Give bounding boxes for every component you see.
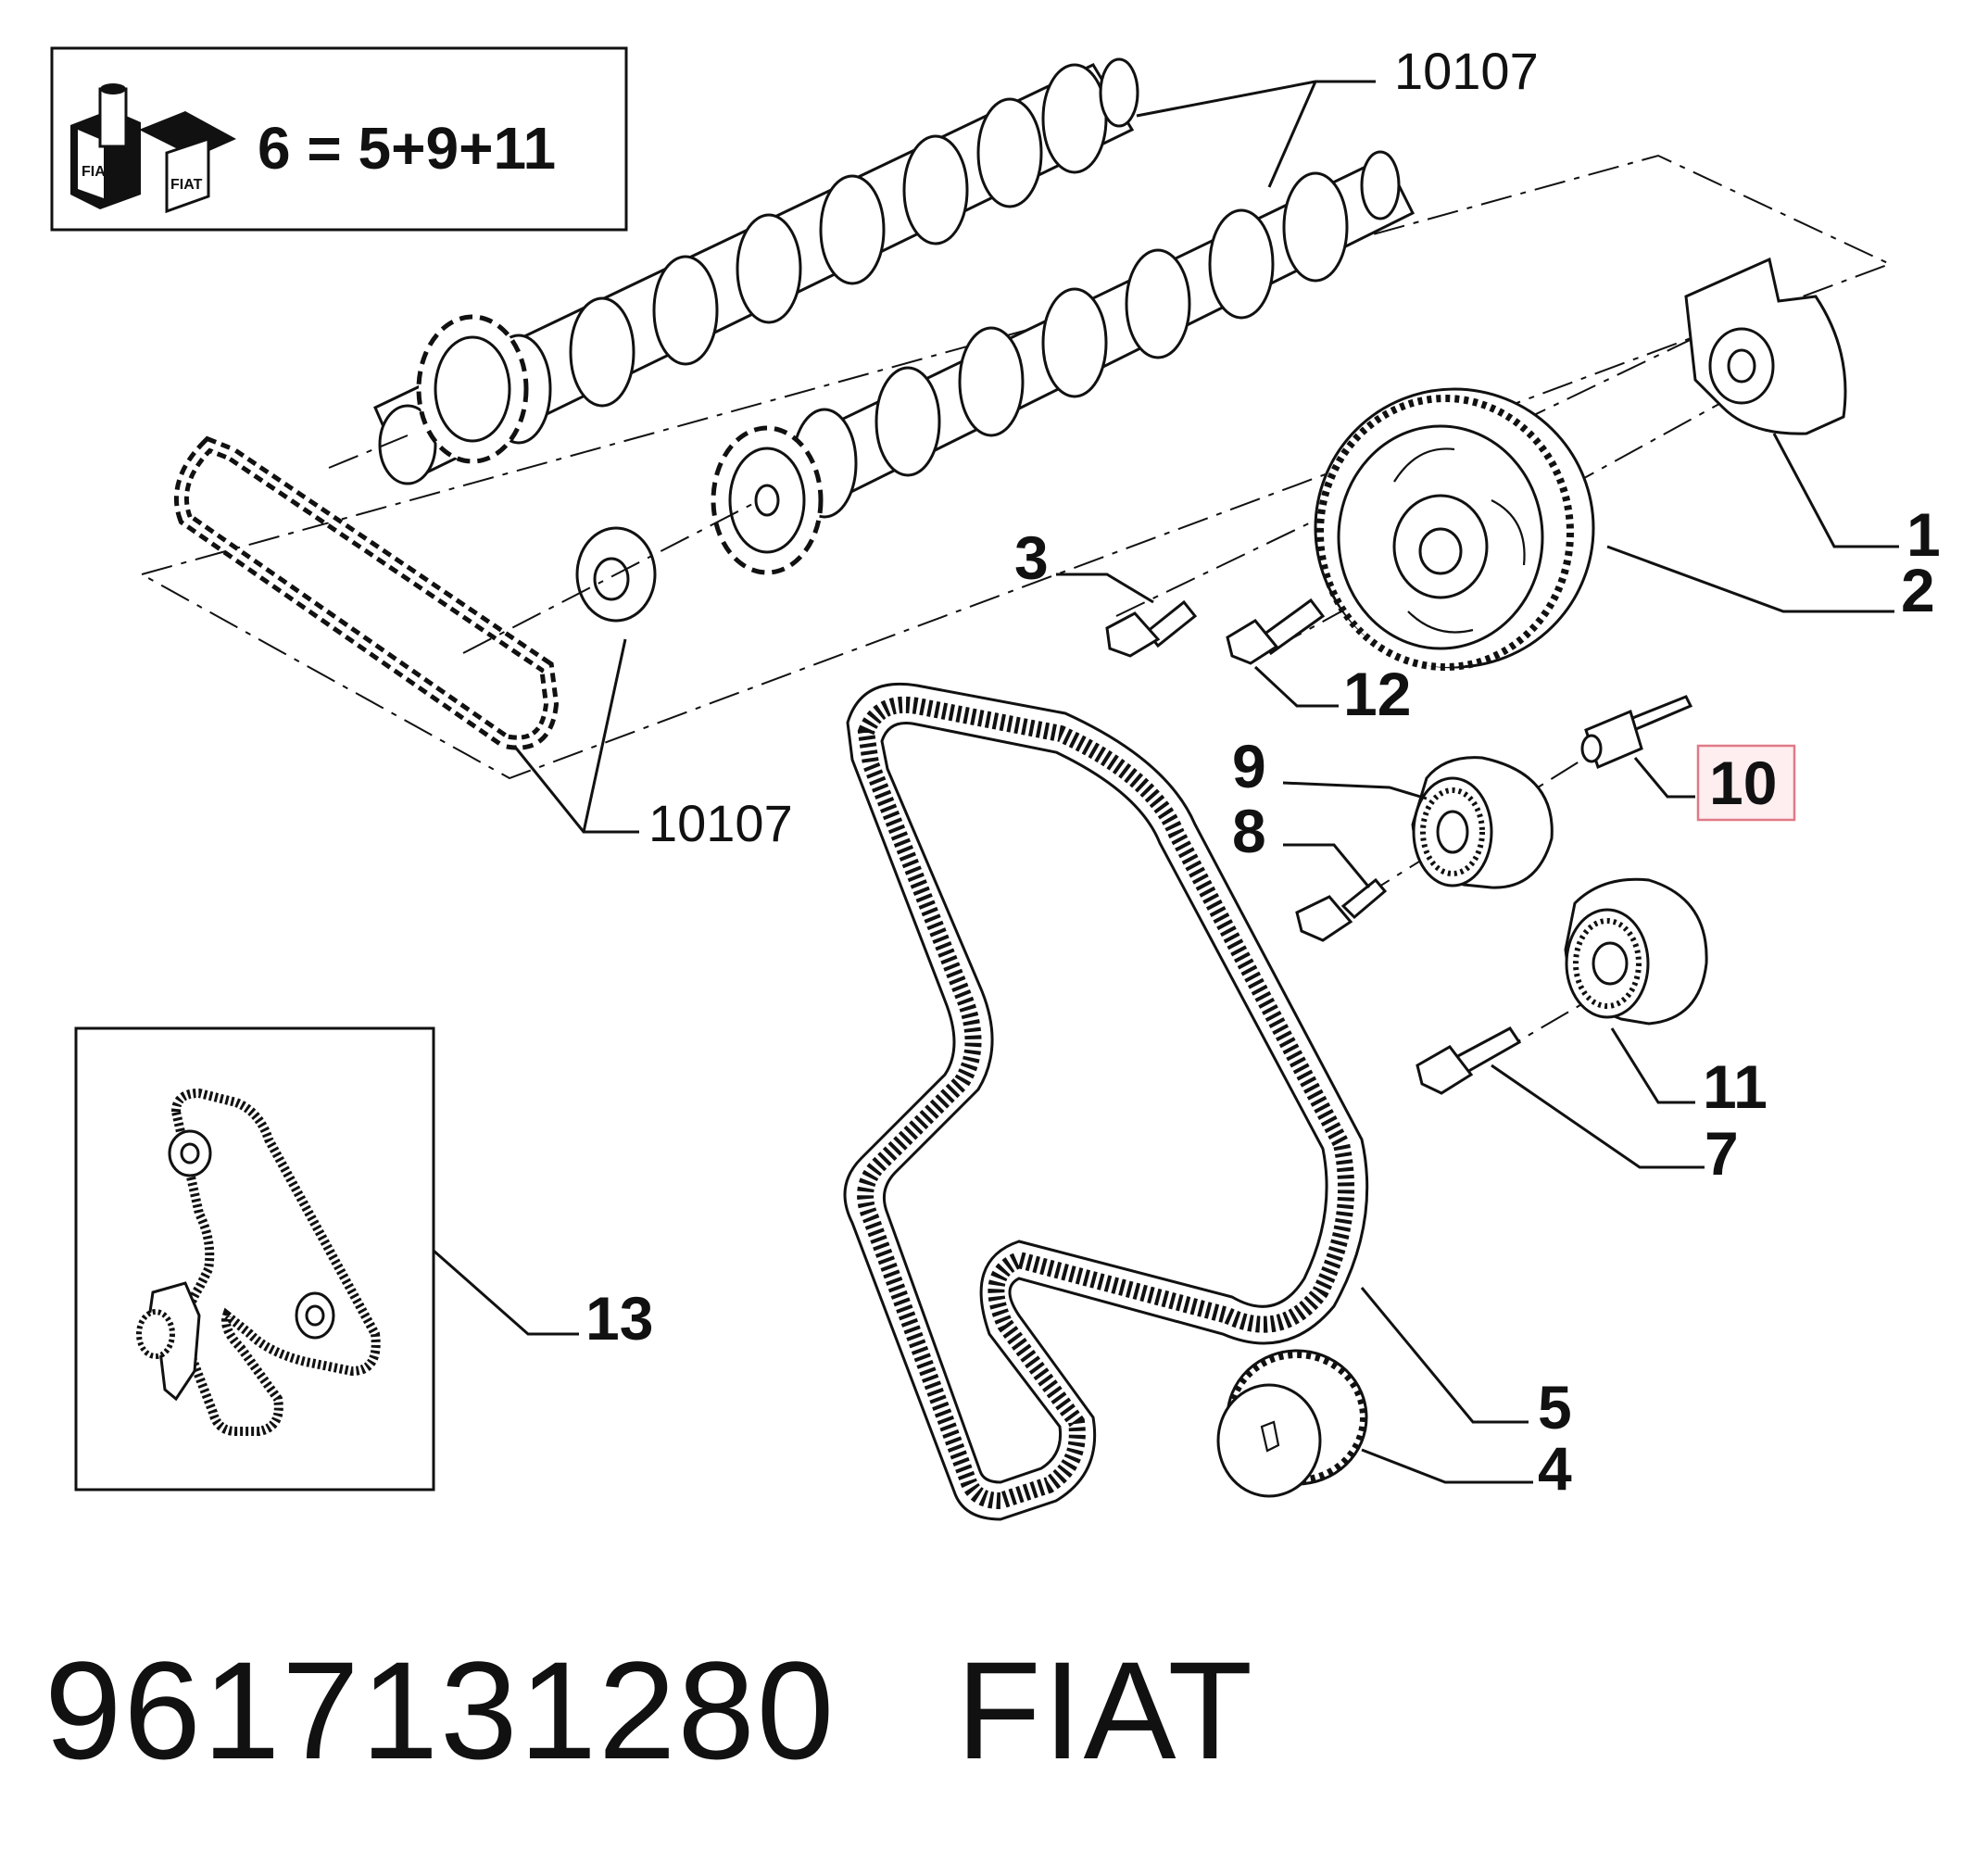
kit-logo-text-1: FIAT [82, 164, 114, 180]
callout-10107-top: 10107 [1394, 42, 1539, 100]
brand-name: FIAT [956, 1632, 1255, 1788]
part-number: 9617131280 [44, 1632, 837, 1788]
idler-pulley [1564, 877, 1708, 1026]
callout-13: 13 [585, 1284, 653, 1353]
callout-9: 9 [1232, 732, 1266, 800]
inset-box [74, 1026, 435, 1492]
timing-belt [843, 682, 1369, 1521]
footer: 9617131280 FIAT [44, 1630, 1254, 1791]
stud-part-10 [1580, 695, 1693, 770]
callout-5: 5 [1538, 1373, 1572, 1441]
callout-11: 11 [1703, 1052, 1768, 1121]
callout-3: 3 [1014, 523, 1049, 592]
callout-labels: 10107 10107 1 2 3 12 9 8 10 11 7 5 4 13 [585, 42, 1941, 1503]
kit-formula: 6 = 5+9+11 [258, 115, 556, 182]
timing-chain [173, 435, 560, 750]
bolt-part-3 [1105, 599, 1198, 658]
tensioner-pulley [1411, 756, 1554, 889]
camshaft-upper-sprocket [416, 314, 529, 464]
bolt-part-8 [1295, 877, 1388, 942]
callout-10107-bottom: 10107 [648, 794, 793, 852]
camshaft-pulley [1314, 387, 1595, 671]
callout-2: 2 [1901, 556, 1935, 624]
callout-4: 4 [1538, 1434, 1572, 1503]
crank-pulley [1216, 1349, 1368, 1498]
bolt-part-12 [1226, 598, 1326, 665]
callout-10-highlight: 10 [1696, 744, 1796, 822]
kit-logo-icon: FIAT FIAT [70, 83, 236, 214]
kit-logo-text-2: FIAT [170, 177, 203, 193]
camshaft-upper [373, 57, 1139, 485]
callout-12: 12 [1343, 660, 1411, 728]
bolt-part-7 [1416, 1026, 1522, 1095]
callout-10: 10 [1709, 749, 1777, 817]
rear-cover-plate [1684, 257, 1847, 435]
callout-8: 8 [1232, 797, 1266, 865]
camshaft-lower-sprocket [711, 425, 824, 575]
camshaft-lower [711, 150, 1416, 575]
callout-1: 1 [1906, 500, 1941, 569]
callout-7: 7 [1705, 1119, 1739, 1188]
leader-lines [433, 80, 1899, 1484]
kit-box: FIAT FIAT 6 = 5+9+11 [50, 46, 628, 232]
